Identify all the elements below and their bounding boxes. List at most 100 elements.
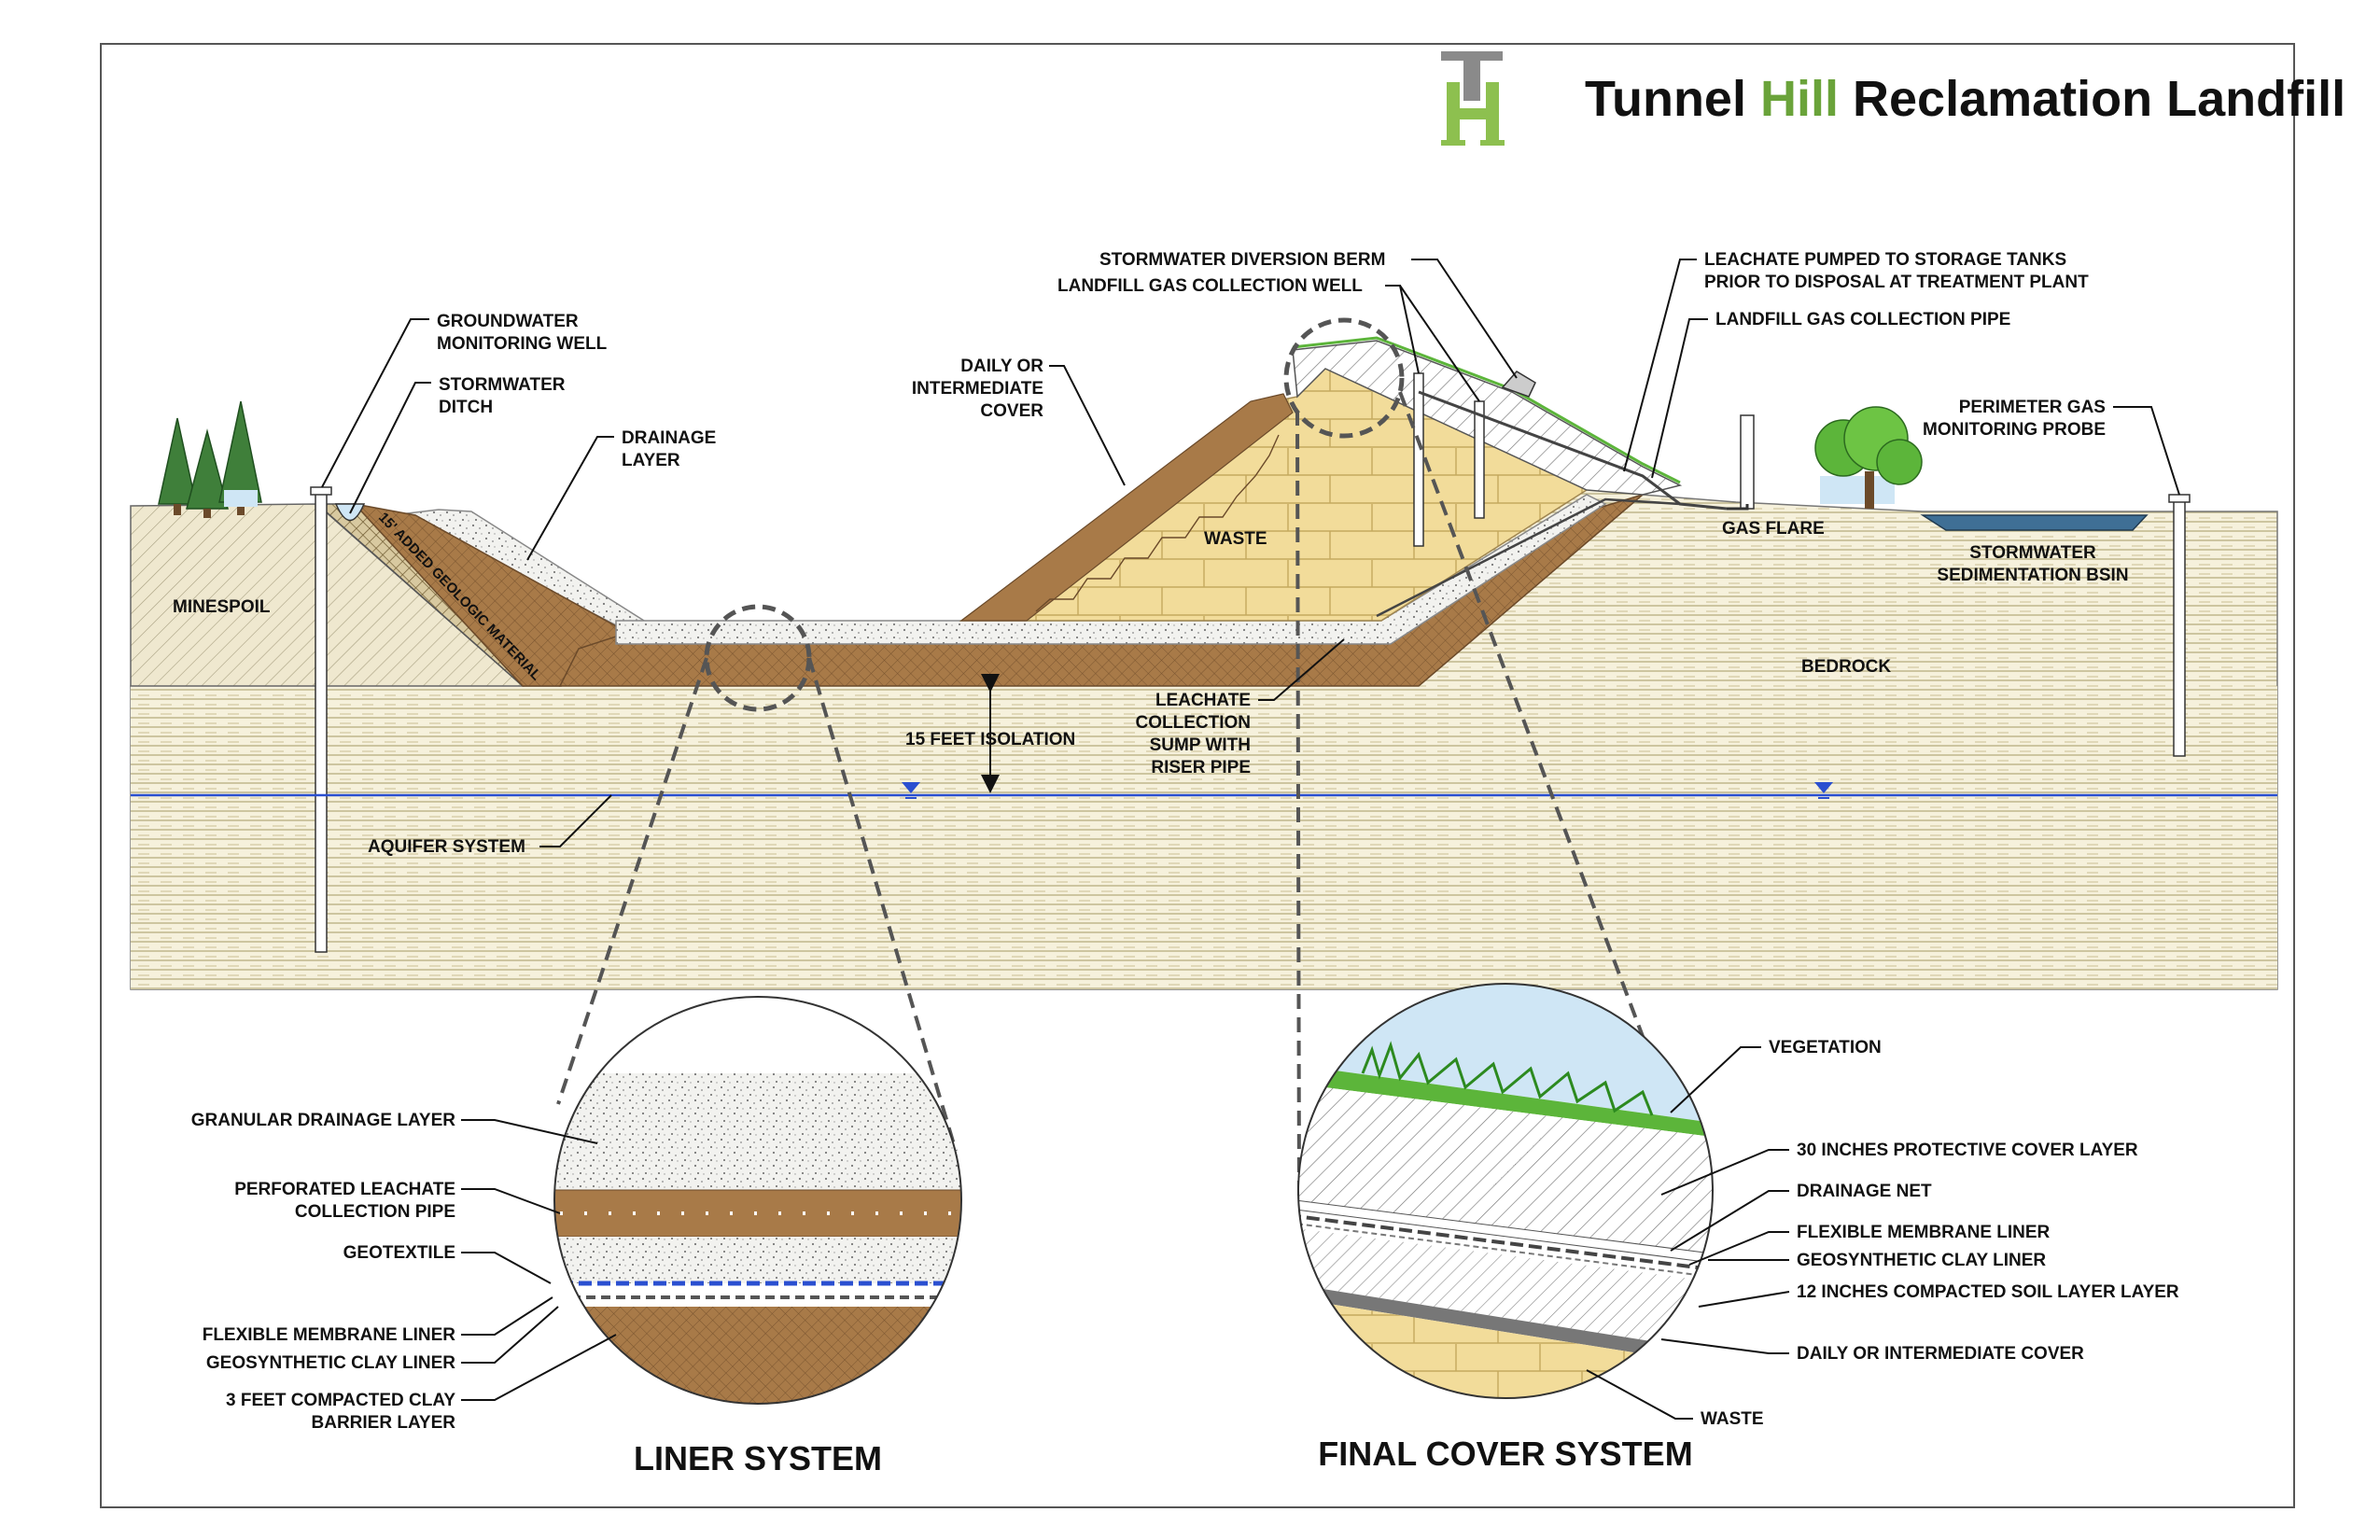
liner-label-geotextile: GEOTEXTILE: [343, 1243, 455, 1263]
perimeter-gas-probe: [2173, 498, 2186, 757]
cover-clay-liner: [1298, 1222, 1713, 1280]
liner-perforated-pipe: [554, 1189, 961, 1238]
leader-diversion-berm: [1411, 259, 1518, 379]
gas-well-1: [1413, 372, 1424, 547]
leader-sump: [1258, 638, 1345, 701]
gas-collection-pipe: [1418, 390, 1728, 511]
label-gas-well: LANDFILL GAS COLLECTION WELL: [1057, 276, 1363, 296]
label-gas-flare: GAS FLARE: [1722, 519, 1825, 539]
cover-vegetation: [1298, 1064, 1713, 1139]
liner-leader-membrane: [461, 1296, 553, 1336]
liner-label-gcl: GEOSYNTHETIC CLAY LINER: [206, 1353, 455, 1373]
liner-zoom-line-left: [556, 657, 708, 1105]
liner-leader-gcl: [461, 1306, 559, 1364]
cover-leader-protective: [1660, 1149, 1789, 1196]
final-cover-detail: [1298, 984, 1713, 1398]
leachate-riser-pipe: [1376, 497, 1681, 618]
logo: [1441, 51, 1505, 146]
cover-zoom-marker: [1283, 317, 1405, 439]
cover-zoom-line-right: [1398, 391, 1673, 1112]
label-waste: WASTE: [1204, 529, 1267, 549]
cover-leader-membrane: [1688, 1231, 1789, 1266]
liner-label-membrane: FLEXIBLE MEMBRANE LINER: [203, 1325, 456, 1345]
cover-daily-cover: [1298, 1283, 1713, 1367]
liner-leader-granular: [461, 1119, 598, 1144]
tree-icons: [158, 400, 262, 518]
label-diversion-berm: STORMWATER DIVERSION BERM: [1099, 250, 1385, 270]
well-cap-left: [310, 486, 332, 496]
flare-pipe-elbow: [1727, 504, 1749, 511]
cover-leader-vegetation: [1670, 1046, 1761, 1113]
cover-drainage-net: [1298, 1198, 1713, 1266]
gas-well-2: [1474, 400, 1485, 519]
leader-daily-cover: [1049, 365, 1126, 486]
page-title: Tunnel Hill Reclamation Landfill: [1585, 71, 2345, 127]
cover-label-waste: WASTE: [1701, 1409, 1764, 1429]
leader-aquifer: [539, 794, 612, 847]
leader-leachate-pumped: [1623, 259, 1697, 472]
cover-leader-compacted-soil: [1698, 1291, 1790, 1308]
liner-geotextile-zone: [554, 1237, 961, 1283]
liner-leader-geotextile: [461, 1252, 552, 1284]
cover-system-title: FINAL COVER SYSTEM: [1318, 1435, 1692, 1473]
liner-zoom-line-right: [807, 657, 958, 1152]
leader-stormwater-ditch: [349, 382, 431, 514]
cover-zoom-line-left: [1295, 410, 1301, 1205]
cover-protective-layer: [1298, 1083, 1713, 1255]
title-part-1: Tunnel: [1585, 71, 1760, 127]
cover-label-gcl: GEOSYNTHETIC CLAY LINER: [1797, 1251, 2046, 1270]
cover-label-vegetation: VEGETATION: [1769, 1038, 1882, 1057]
label-gas-pipe: LANDFILL GAS COLLECTION PIPE: [1715, 310, 2010, 329]
cover-compacted-soil: [1298, 1227, 1713, 1353]
leader-groundwater-well: [321, 318, 429, 488]
liner-detail-circle: [553, 996, 962, 1405]
cover-label-protective: 30 INCHES PROTECTIVE COVER LAYER: [1797, 1141, 2138, 1160]
cover-detail-circle: [1297, 983, 1714, 1399]
liner-system-title: LINER SYSTEM: [634, 1439, 882, 1477]
leader-drainage-layer: [526, 436, 614, 561]
liner-leader-clay: [461, 1334, 617, 1401]
label-aquifer: AQUIFER SYSTEM: [368, 837, 525, 857]
cover-label-drainage-net: DRAINAGE NET: [1797, 1182, 1932, 1201]
leader-gas-pipe: [1651, 318, 1708, 479]
gas-flare-stack: [1740, 414, 1755, 510]
groundwater-monitoring-well: [315, 491, 328, 953]
liner-system-detail: [554, 997, 961, 1404]
liner-granular-drainage: [554, 1073, 961, 1190]
water-table-symbol-1: [902, 782, 920, 793]
label-minespoil: MINESPOIL: [173, 597, 271, 617]
title-part-3: Reclamation Landfill: [1839, 71, 2345, 127]
lower-strata: [131, 686, 2277, 989]
cover-leader-drainage-net: [1670, 1190, 1789, 1252]
diversion-berm: [1501, 371, 1536, 398]
sedimentation-basin: [1920, 514, 2149, 531]
liner-leader-pipe: [461, 1188, 561, 1214]
label-bedrock: BEDROCK: [1801, 657, 1891, 677]
cover-leader-daily-cover: [1660, 1338, 1789, 1354]
cover-label-membrane: FLEXIBLE MEMBRANE LINER: [1797, 1223, 2051, 1242]
water-table-symbol-2: [1814, 782, 1833, 793]
cover-label-daily-cover: DAILY OR INTERMEDIATE COVER: [1797, 1344, 2084, 1364]
liner-label-granular: GRANULAR DRAINAGE LAYER: [191, 1111, 456, 1130]
cover-label-compacted-soil: 12 INCHES COMPACTED SOIL LAYER LAYER: [1797, 1282, 2179, 1302]
daily-cover-strip: [959, 393, 1294, 622]
cover-leader-waste: [1586, 1369, 1693, 1420]
liner-clay-barrier: [554, 1307, 961, 1404]
deciduous-tree-icon: [1814, 406, 1923, 509]
probe-cap: [2168, 494, 2191, 503]
cover-grass-blades: [1361, 1041, 1654, 1116]
title-part-2: Hill: [1760, 71, 1839, 127]
leader-perimeter-probe: [2113, 406, 2180, 496]
drawing-border: [100, 43, 2295, 1508]
